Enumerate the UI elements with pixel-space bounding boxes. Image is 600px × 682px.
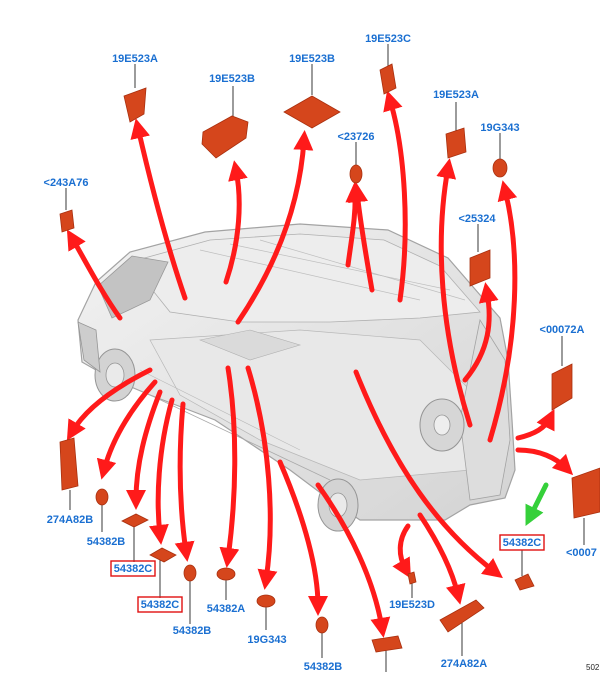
arrow-to-00072A <box>515 409 555 441</box>
pad-19E523D <box>407 571 417 585</box>
highlight-box <box>137 596 183 613</box>
label-243A76: <243A76 <box>44 177 89 189</box>
label-23726: <23726 <box>337 131 374 143</box>
van-side-line <box>149 394 331 481</box>
highlight-box <box>110 560 156 577</box>
pad-23726 <box>349 164 363 184</box>
arrow-to-19G343-bottom <box>245 365 278 590</box>
arrow-to-19G343-top <box>487 180 518 443</box>
label-54382B-b: 54382B <box>173 625 212 637</box>
pad-54382A <box>216 567 236 581</box>
pad-54382C-a <box>121 513 149 528</box>
labels: 19E523A 19E523B 19E523B 19E523C 19E523A … <box>44 33 600 673</box>
arrow-to-54382C-right <box>353 369 503 579</box>
pad-54382B-a <box>95 488 109 506</box>
pad-54382B-b <box>183 564 197 582</box>
pad-274A82A <box>439 599 485 633</box>
label-54382C-a: 54382C <box>114 563 153 575</box>
arrow-to-274A82A <box>417 512 466 605</box>
label-19E523C: 19E523C <box>365 33 411 45</box>
label-19E523B-b: 19E523B <box>289 53 335 65</box>
arrow-to-0007-right <box>515 447 574 476</box>
arrow-to-part-bottom <box>315 482 391 638</box>
highlight-pointer-arrow <box>525 482 549 526</box>
label-19G343-top: 19G343 <box>480 122 519 134</box>
van-roof-rib <box>199 249 421 301</box>
pad-243A76 <box>59 209 75 233</box>
arrow-to-19E523A-left <box>130 118 188 301</box>
pad-19G343-top <box>492 158 508 178</box>
highlight-box <box>499 534 545 551</box>
van-side-line <box>139 369 301 451</box>
van-roof-rib <box>259 239 466 301</box>
pad-19G343-bottom <box>256 594 276 608</box>
highlight-boxes <box>110 534 545 613</box>
arrow-group <box>66 90 574 638</box>
pad-0007-right <box>571 467 600 519</box>
pad-25324 <box>469 249 491 287</box>
van-illustration <box>77 223 516 532</box>
arrow-to-54382B-a <box>96 379 158 480</box>
van-interior-floor <box>198 329 302 361</box>
label-19E523A-left: 19E523A <box>112 53 158 65</box>
label-0007-right: <0007 <box>566 547 597 559</box>
pad-54382B-c <box>315 616 329 634</box>
arrow-to-54382C-b <box>148 397 175 545</box>
parts <box>59 63 600 653</box>
arrow-to-19E523D <box>392 523 411 579</box>
label-19E523A-right: 19E523A <box>433 89 479 101</box>
label-274A82B: 274A82B <box>47 514 94 526</box>
van-roof <box>129 233 481 323</box>
arrow-to-54382C-a <box>126 389 163 510</box>
label-19E523D: 19E523D <box>389 599 435 611</box>
pad-00072A <box>551 363 573 411</box>
label-54382C-b: 54382C <box>141 599 180 611</box>
label-54382C-right: 54382C <box>503 537 542 549</box>
van-spare-wheel-hub <box>433 414 451 436</box>
arrow-to-54382B-b <box>174 401 195 562</box>
pad-19E523A-right <box>445 127 467 159</box>
van-front-bumper <box>77 321 101 373</box>
arrow-to-19E523B-a <box>223 160 248 285</box>
label-274A82A: 274A82A <box>441 658 488 670</box>
label-19E523B-a: 19E523B <box>209 73 255 85</box>
label-54382A: 54382A <box>207 603 246 615</box>
pad-54382C-right <box>514 573 535 591</box>
arrow-to-274A82B <box>66 367 153 441</box>
pad-19E523B-b <box>283 95 341 129</box>
arrow-to-25324 <box>462 282 499 383</box>
arrow-to-243A76 <box>66 229 123 321</box>
pad-19E523C <box>379 63 397 95</box>
label-54382B-c: 54382B <box>304 661 343 673</box>
pad-bottom-strip <box>371 635 403 653</box>
label-19G343-bottom: 19G343 <box>247 634 286 646</box>
pad-19E523B-a <box>201 115 249 159</box>
arrow-to-19E523C <box>383 90 408 303</box>
arrow-to-19E523A-right <box>436 158 473 428</box>
arrow-to-23726-b <box>348 182 375 293</box>
van-front-wheel-hub <box>105 362 125 388</box>
pad-274A82B <box>59 437 79 491</box>
arrow-to-54382A <box>219 365 240 568</box>
figure-code: 502 <box>586 663 600 672</box>
arrow-to-19E523B-b <box>235 130 314 325</box>
pad-19E523A-left <box>123 87 147 123</box>
leader-lines <box>65 44 585 672</box>
label-00072A: <00072A <box>540 324 585 336</box>
label-54382B-a: 54382B <box>87 536 126 548</box>
van-roof-rib <box>229 243 451 291</box>
label-25324: <25324 <box>458 213 496 225</box>
arrow-to-54382B-c <box>277 459 328 616</box>
van-windshield <box>97 255 169 319</box>
pad-54382C-b <box>149 547 177 563</box>
